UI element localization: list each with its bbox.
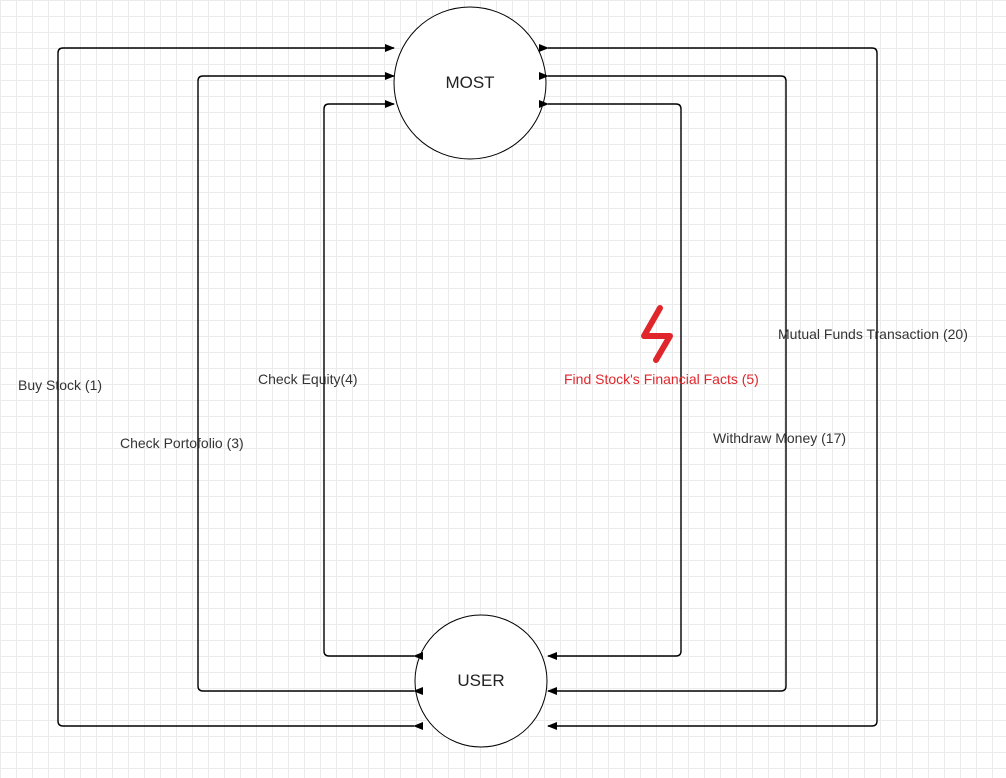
edge-label-withdraw-money: Withdraw Money (17)	[713, 430, 847, 446]
edge-find-facts[interactable]	[539, 100, 682, 660]
edge-label-check-equity: Check Equity(4)	[258, 371, 358, 387]
edge-check-equity[interactable]	[323, 100, 423, 660]
edge-label-buy-stock: Buy Stock (1)	[18, 377, 103, 393]
edge-label-mutual-funds: Mutual Funds Transaction (20)	[778, 326, 968, 342]
most-node-label: MOST	[445, 73, 495, 92]
user-node-label: USER	[457, 671, 505, 690]
edge-check-portfolio[interactable]	[197, 72, 423, 695]
edge-label-find-facts: Find Stock's Financial Facts (5)	[564, 371, 759, 387]
edge-label-check-portfolio: Check Portofolio (3)	[120, 435, 244, 451]
lightning-mark-icon	[641, 305, 673, 363]
edge-mutual-funds[interactable]	[539, 44, 878, 730]
edge-buy-stock[interactable]	[57, 44, 423, 730]
edge-withdraw-money[interactable]	[539, 72, 787, 695]
